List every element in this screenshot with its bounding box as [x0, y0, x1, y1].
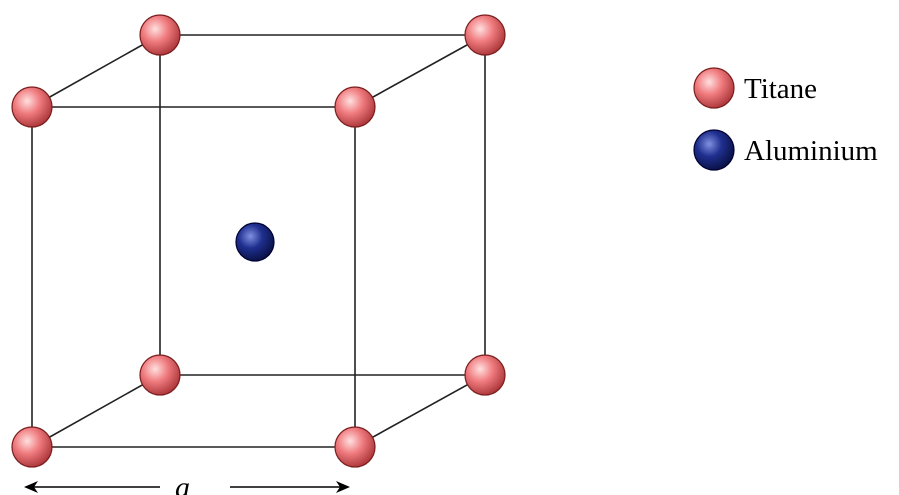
- titanium-corner-atoms: [11, 14, 506, 468]
- connect-bottom-left-edge: [31, 374, 161, 448]
- arrowhead-right-icon: [336, 481, 350, 493]
- titanium-atom-back-bottom-right: [464, 354, 506, 396]
- titanium-atom-front-top-right: [334, 86, 376, 128]
- titanium-atom-back-top-left: [139, 14, 181, 56]
- arrowhead-left-icon: [24, 481, 38, 493]
- titanium-atom-back-top-right: [464, 14, 506, 56]
- lattice-parameter-dimension: a: [24, 471, 350, 495]
- cube-edges: [31, 34, 486, 448]
- connect-top-left-edge: [31, 34, 161, 108]
- titanium-atom-front-top-left: [11, 86, 53, 128]
- connect-bottom-right-edge: [354, 374, 486, 448]
- titanium-atom-back-bottom-left: [139, 354, 181, 396]
- legend-label-aluminium: Aluminium: [744, 135, 878, 167]
- connect-top-right-edge: [354, 34, 486, 108]
- lattice-parameter-label: a: [175, 471, 190, 495]
- titanium-atom-icon: [693, 67, 735, 109]
- legend-label-titane: Titane: [744, 73, 817, 105]
- titanium-atom-front-bottom-right: [334, 426, 376, 468]
- aluminium-atom-icon: [693, 129, 735, 171]
- titanium-atom-front-bottom-left: [11, 426, 53, 468]
- aluminium-center-atom: [235, 222, 275, 262]
- legend: Titane Aluminium: [693, 67, 878, 171]
